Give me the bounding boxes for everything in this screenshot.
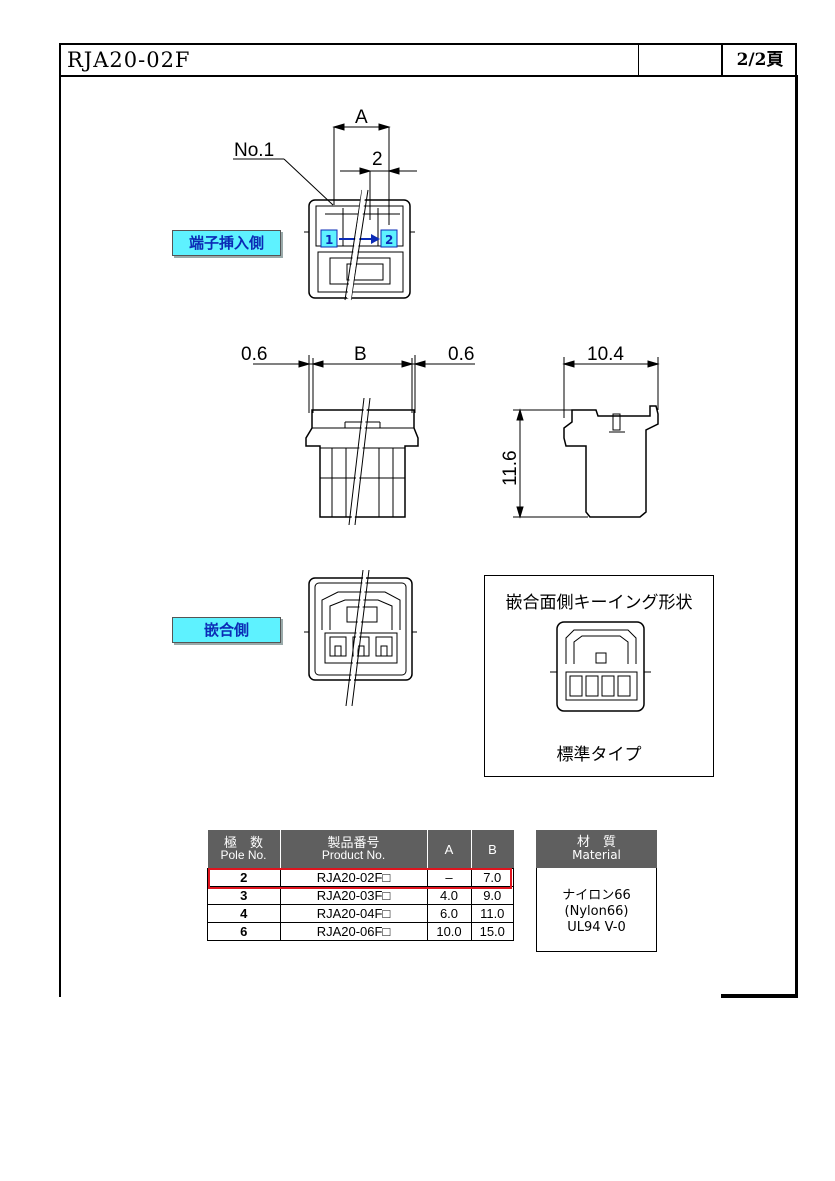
side-view: 10.4 11.6 <box>500 344 660 519</box>
keying-title: 嵌合面側キーイング形状 <box>505 593 693 613</box>
title-blank-cell <box>639 45 723 75</box>
header-pole-ja: 極 数 <box>223 835 263 850</box>
table-row: 4 RJA20-04F□ 6.0 11.0 <box>207 904 514 923</box>
mating-side-label: 嵌合側 <box>172 617 281 643</box>
header-product: 製品番号 Product No. <box>280 830 428 869</box>
cell-b: 11.0 <box>471 904 514 923</box>
frame-left-border <box>59 75 61 997</box>
cell-b: 15.0 <box>471 922 514 941</box>
insertion-side-label: 端子挿入側 <box>172 230 281 256</box>
keying-shape-view <box>550 621 651 712</box>
table-row: 3 RJA20-03F□ 4.0 9.0 <box>207 886 514 905</box>
dim-height-label: 11.6 <box>500 450 521 486</box>
keying-shape-box: 嵌合面側キーイング形状 標準タイプ <box>484 575 714 777</box>
cell-pole: 4 <box>207 904 281 923</box>
title-block: RJA20-02F 2/2頁 <box>59 43 797 77</box>
drawing-title: RJA20-02F <box>61 45 639 75</box>
material-header-ja: 材 質 <box>576 835 616 850</box>
no1-label: No.1 <box>234 140 274 161</box>
cell-b: 7.0 <box>471 868 514 887</box>
frame-bottom-mark <box>721 994 798 998</box>
header-b: B <box>471 830 514 869</box>
page-number: 2/2頁 <box>736 50 784 70</box>
material-line2: (Nylon66) <box>564 904 629 919</box>
header-pole: 極 数 Pole No. <box>207 830 281 869</box>
cell-pole: 3 <box>207 886 281 905</box>
cell-b: 9.0 <box>471 886 514 905</box>
dim-b-label: B <box>354 344 367 365</box>
header-a: A <box>427 830 472 869</box>
spec-table: 極 数 Pole No. 製品番号 Product No. A B 2 RJA2… <box>207 830 514 941</box>
selected-row-highlight <box>208 868 512 889</box>
mating-side-view <box>304 569 417 707</box>
material-header-en: Material <box>572 848 621 862</box>
header-product-ja: 製品番号 <box>327 835 380 850</box>
keying-type-label: 標準タイプ <box>556 745 642 765</box>
pin1-label: 1 <box>325 233 333 247</box>
cell-product: RJA20-02F□ <box>280 868 428 887</box>
pin2-label: 2 <box>385 233 393 247</box>
material-body: ナイロン66 (Nylon66) UL94 V-0 <box>536 868 657 952</box>
dim-right-gap-label: 0.6 <box>448 344 474 365</box>
spec-table-header-row: 極 数 Pole No. 製品番号 Product No. A B <box>207 830 514 869</box>
dim-pitch-label: 2 <box>372 149 383 170</box>
table-row: 6 RJA20-06F□ 10.0 15.0 <box>207 922 514 941</box>
front-view: 0.6 B 0.6 <box>241 344 475 526</box>
dim-depth-label: 10.4 <box>587 344 624 365</box>
table-row: 2 RJA20-02F□ – 7.0 <box>207 868 514 887</box>
material-line1: ナイロン66 <box>562 888 631 903</box>
cell-a: 6.0 <box>427 904 472 923</box>
cell-a: 10.0 <box>427 922 472 941</box>
cell-product: RJA20-04F□ <box>280 904 428 923</box>
header-pole-en: Pole No. <box>220 848 267 862</box>
frame-right-border <box>795 75 798 997</box>
dim-a-label: A <box>355 107 368 128</box>
cell-product: RJA20-06F□ <box>280 922 428 941</box>
header-product-en: Product No. <box>321 848 386 862</box>
material-box: 材 質 Material ナイロン66 (Nylon66) UL94 V-0 <box>536 830 657 952</box>
material-header: 材 質 Material <box>536 830 657 868</box>
cell-product: RJA20-03F□ <box>280 886 428 905</box>
cell-a: 4.0 <box>427 886 472 905</box>
dim-left-gap-label: 0.6 <box>241 344 267 365</box>
insertion-side-view: A 2 No.1 1 2 <box>233 107 417 301</box>
cell-pole: 6 <box>207 922 281 941</box>
material-line3: UL94 V-0 <box>567 920 626 935</box>
